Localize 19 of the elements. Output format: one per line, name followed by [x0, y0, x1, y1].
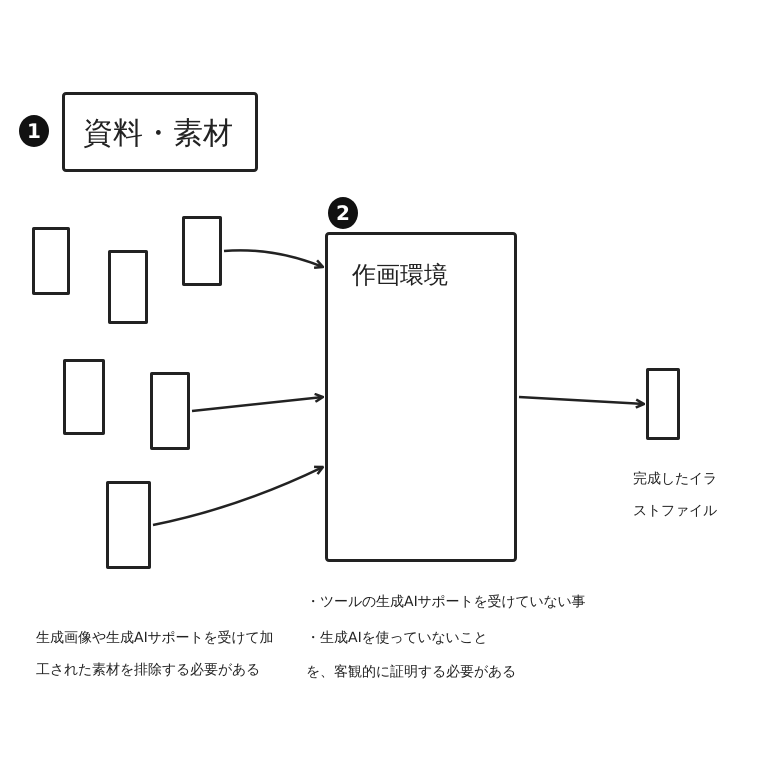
- arrow: [224, 249, 324, 270]
- arrow: [192, 392, 324, 412]
- note-text: ・生成AIを使っていないこと: [306, 629, 489, 648]
- note-text: ・ツールの生成AIサポートを受けていない事: [306, 593, 587, 612]
- arrow: [152, 466, 324, 526]
- document-box: [108, 250, 148, 324]
- document-box: [32, 227, 70, 295]
- box-heading: 資料・素材: [83, 115, 233, 153]
- document-box: [63, 359, 105, 435]
- box-heading: 作画環境: [352, 260, 448, 291]
- note-text: を、客観的に証明する必要がある: [306, 663, 517, 682]
- document-box: [106, 481, 151, 569]
- document-box: [182, 216, 222, 286]
- arrow: [518, 396, 646, 409]
- file-caption: 完成したイラストファイル: [633, 470, 718, 521]
- document-box: [150, 372, 190, 450]
- note-text: 生成画像や生成AIサポートを受けて加工された素材を排除する必要がある: [36, 629, 275, 680]
- step-number-badge: 2: [328, 197, 358, 229]
- step-number-badge: 1: [19, 115, 49, 147]
